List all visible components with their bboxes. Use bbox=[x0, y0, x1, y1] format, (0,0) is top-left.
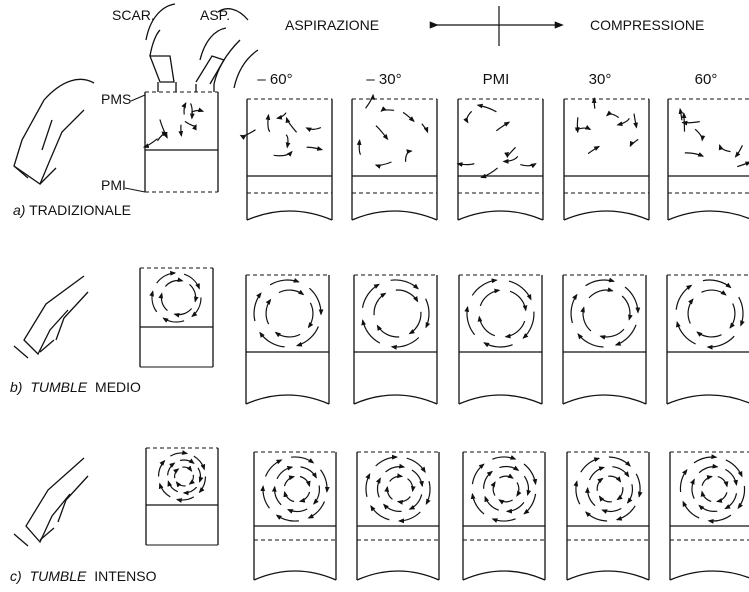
column-headers: – 60° – 30° PMI 30° 60° bbox=[257, 71, 717, 88]
cylinder bbox=[667, 275, 749, 404]
compressione-label: COMPRESSIONE bbox=[590, 17, 704, 33]
cylinder bbox=[670, 452, 749, 580]
column-label: – 30° bbox=[366, 71, 401, 88]
row-label-c: c) TUMBLE INTENSO bbox=[10, 568, 157, 584]
scar-label: SCAR. bbox=[112, 7, 155, 23]
valve-icon-a bbox=[14, 79, 94, 184]
column-label: – 60° bbox=[257, 71, 292, 88]
cylinder bbox=[459, 275, 542, 404]
row-name-italic-c: TUMBLE bbox=[30, 568, 87, 584]
column-label: 30° bbox=[589, 71, 612, 88]
cylinder bbox=[463, 452, 545, 580]
cylinder bbox=[254, 452, 336, 580]
svg-text:a) TRADIZIONALE: a) TRADIZIONALE bbox=[13, 202, 131, 218]
svg-text:c) TUMBLE INTENSO: c) TUMBLE INTENSO bbox=[10, 568, 157, 584]
row-label-b: b) TUMBLE MEDIO bbox=[10, 379, 141, 395]
cylinder bbox=[354, 275, 437, 404]
header: ASPIRAZIONE COMPRESSIONE bbox=[285, 6, 704, 46]
pms-label: PMS bbox=[101, 91, 131, 107]
row-letter-a: a) bbox=[13, 202, 25, 218]
cylinder bbox=[140, 268, 213, 367]
row-letter-c: c) bbox=[10, 568, 22, 584]
cylinder bbox=[564, 98, 649, 220]
column-label: PMI bbox=[483, 71, 510, 88]
row-name-italic-b: TUMBLE bbox=[30, 379, 87, 395]
row-letter-b: b) bbox=[10, 379, 22, 395]
asp-label: ASP. bbox=[200, 7, 230, 23]
row-name-c: INTENSO bbox=[94, 568, 156, 584]
row-label-a: a) TRADIZIONALE bbox=[13, 202, 131, 218]
valve-icon-c bbox=[14, 458, 88, 546]
cylinder bbox=[567, 452, 649, 580]
cylinder bbox=[352, 95, 437, 220]
cylinder bbox=[563, 275, 646, 404]
column-label: 60° bbox=[695, 71, 718, 88]
row-name-b: MEDIO bbox=[95, 379, 141, 395]
cylinder bbox=[146, 448, 218, 545]
cylinder bbox=[144, 92, 218, 192]
cylinder bbox=[458, 99, 543, 220]
cylinder bbox=[246, 275, 329, 404]
pmi-label: PMI bbox=[101, 177, 126, 193]
cylinder bbox=[357, 452, 439, 580]
valve-icon-b bbox=[14, 276, 88, 358]
aspirazione-label: ASPIRAZIONE bbox=[285, 17, 379, 33]
row-name-a: TRADIZIONALE bbox=[29, 202, 131, 218]
cylinder bbox=[668, 99, 749, 220]
cylinder bbox=[241, 99, 332, 220]
svg-text:b) TUMBLE MEDIO: b) TUMBLE MEDIO bbox=[10, 379, 141, 395]
double-arrow-icon bbox=[437, 6, 562, 46]
